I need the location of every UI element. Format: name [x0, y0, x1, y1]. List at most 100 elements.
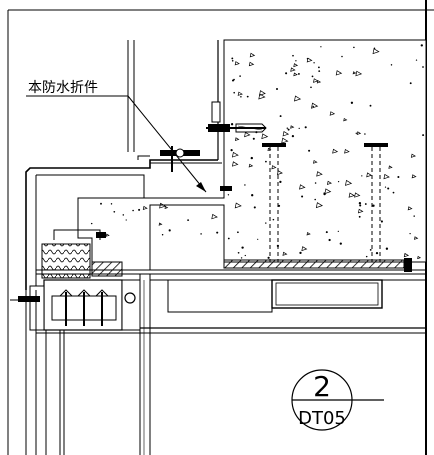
- aggregate-dot: [298, 127, 300, 130]
- aggregate-dot: [241, 246, 244, 249]
- ceiling-box: [167, 279, 383, 313]
- aggregate-dot: [138, 208, 141, 211]
- aggregate-dot: [297, 72, 300, 75]
- aggregate-dot: [250, 156, 253, 160]
- aggregate-dot: [299, 251, 302, 255]
- aggregate-stone: [281, 137, 289, 144]
- aggregate-dot: [361, 175, 363, 177]
- aggregate-dot: [359, 204, 362, 207]
- aggregate-stone: [345, 179, 353, 186]
- aggregate-stone: [249, 52, 256, 58]
- aggregate-stone: [231, 161, 239, 167]
- aggregate-dot: [337, 230, 339, 232]
- aggregate-dot: [253, 206, 256, 209]
- aggregate-dot: [292, 54, 294, 57]
- aggregate-stone: [356, 131, 362, 135]
- aggregate-dot: [328, 238, 331, 242]
- upper-wall: [127, 40, 219, 160]
- aggregate-stone: [316, 79, 322, 84]
- waterproof-flashing: [25, 155, 222, 290]
- aggregate-dot: [113, 210, 116, 213]
- aggregate-dot: [364, 203, 367, 205]
- aggregate-dot: [231, 59, 234, 62]
- aggregate-dot: [364, 133, 366, 135]
- insulation: [41, 229, 123, 279]
- aggregate-stone: [234, 61, 240, 66]
- aggregate-dot: [237, 231, 239, 234]
- aggregate-stone: [142, 205, 148, 211]
- detail-sheet: DT05: [298, 408, 346, 429]
- aggregate-dot: [353, 46, 355, 49]
- aggregate-dot: [358, 215, 361, 218]
- aggregate-dot: [233, 91, 235, 94]
- aggregate-dot: [265, 222, 267, 224]
- aggregate-stone: [383, 173, 390, 180]
- aggregate-stone: [293, 63, 299, 68]
- aggregate-stone: [326, 180, 332, 185]
- aggregate-dot: [358, 202, 362, 205]
- aggregate-dot: [380, 220, 383, 223]
- aggregate-stone: [311, 102, 319, 109]
- aggregate-stone: [403, 252, 410, 258]
- aggregate-dot: [339, 242, 342, 245]
- aggregate-stone: [276, 170, 283, 176]
- aggregate-dot: [409, 82, 412, 85]
- aggregate-stone: [282, 251, 288, 256]
- glazing-frame: [25, 274, 151, 455]
- aggregate-stone: [259, 90, 266, 96]
- aggregate-dot: [318, 66, 320, 69]
- aggregate-stone: [271, 165, 277, 170]
- callout-leader: [26, 95, 207, 193]
- aggregate-dot: [276, 88, 278, 90]
- aggregate-stone: [335, 70, 343, 76]
- aggregate-dot: [397, 175, 400, 179]
- aggregate-dot: [279, 115, 282, 118]
- aggregate-dot: [369, 249, 372, 251]
- aggregate-dot: [200, 233, 202, 235]
- aggregate-dot: [341, 55, 343, 58]
- aggregate-stone: [407, 206, 413, 211]
- aggregate-dot: [369, 104, 372, 107]
- aggregate-dot: [265, 160, 267, 163]
- aggregate-dot: [291, 134, 295, 138]
- aggregate-dot: [168, 229, 171, 232]
- aggregate-dot: [90, 222, 93, 225]
- aggregate-dot: [231, 79, 235, 82]
- aggregate-stone: [248, 163, 254, 168]
- concrete-slab: [77, 39, 427, 271]
- aggregate-stone: [306, 231, 311, 236]
- aggregate-dot: [227, 194, 230, 196]
- aggregate-dot: [301, 195, 304, 198]
- aggregate-dot: [390, 64, 393, 66]
- aggregate-stone: [231, 151, 239, 158]
- aggregate-dot: [308, 149, 311, 152]
- aggregate-stone: [417, 255, 422, 260]
- aggregate-dot: [311, 75, 314, 78]
- aggregate-dot: [310, 86, 312, 89]
- callout-label: 本防水折件: [28, 80, 98, 96]
- aggregate-dot: [100, 202, 102, 205]
- aggregate-stone: [164, 205, 169, 210]
- flashing-fastener: [160, 146, 232, 191]
- aggregate-dot: [279, 180, 282, 184]
- aggregate-dot: [314, 182, 317, 184]
- anchor-bolt-top: [206, 101, 267, 133]
- aggregate-stone: [290, 125, 295, 129]
- aggregate-stone: [313, 78, 319, 83]
- detail-number: 2: [313, 370, 331, 403]
- aggregate-stone: [159, 202, 167, 209]
- aggregate-dot: [375, 251, 379, 255]
- aggregate-dot: [161, 233, 164, 236]
- aggregate-stone: [388, 165, 393, 169]
- aggregate-stone: [315, 202, 324, 209]
- aggregate-stone: [293, 72, 298, 77]
- aggregate-dot: [122, 214, 125, 216]
- aggregate-dot: [372, 204, 375, 207]
- aggregate-dot: [231, 57, 234, 60]
- aggregate-dot: [312, 105, 315, 108]
- aggregate-stone: [211, 213, 218, 220]
- aggregate-dot: [240, 257, 243, 259]
- aggregate-dot: [244, 254, 246, 257]
- aggregate-dot: [286, 127, 289, 129]
